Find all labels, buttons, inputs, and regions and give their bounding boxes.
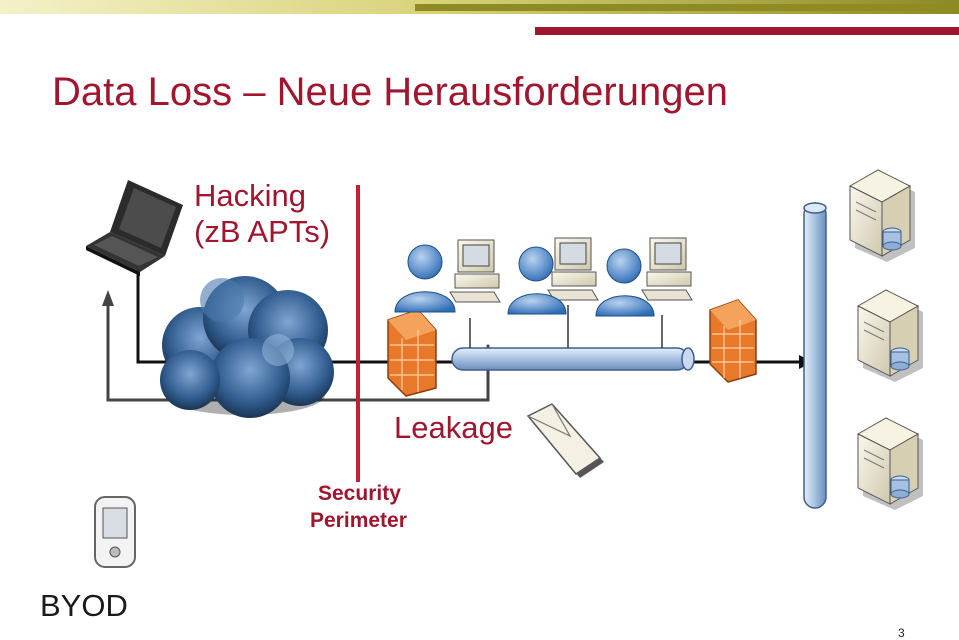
user-links <box>469 305 663 348</box>
cloud-icon <box>160 276 334 418</box>
envelope-icon <box>526 403 604 478</box>
security-perimeter-label: Security <box>318 482 401 505</box>
pda-icon <box>94 496 136 568</box>
hacking-sublabel: (zB APTs) <box>194 214 331 249</box>
server-icon <box>848 169 915 262</box>
backbone-pipe <box>803 202 827 509</box>
slide-title: Data Loss – Neue Herausforderungen <box>52 70 728 114</box>
leakage-label: Leakage <box>394 410 513 445</box>
user-workstation-icon <box>595 237 693 317</box>
network-pipe <box>451 347 695 371</box>
header-decoration <box>0 0 959 35</box>
security-perimeter-label-line2: Perimeter <box>310 509 407 532</box>
user-workstation-icon <box>394 239 501 313</box>
user-workstation-icon <box>507 237 599 315</box>
byod-label: BYOD <box>40 588 128 623</box>
laptop-icon <box>86 180 183 276</box>
server-icon <box>856 417 923 510</box>
firewall-icon <box>709 299 757 383</box>
server-icon <box>856 289 923 382</box>
hacking-label: Hacking <box>194 178 306 213</box>
page-number: 3 <box>898 626 905 640</box>
firewall-icon <box>387 309 437 397</box>
